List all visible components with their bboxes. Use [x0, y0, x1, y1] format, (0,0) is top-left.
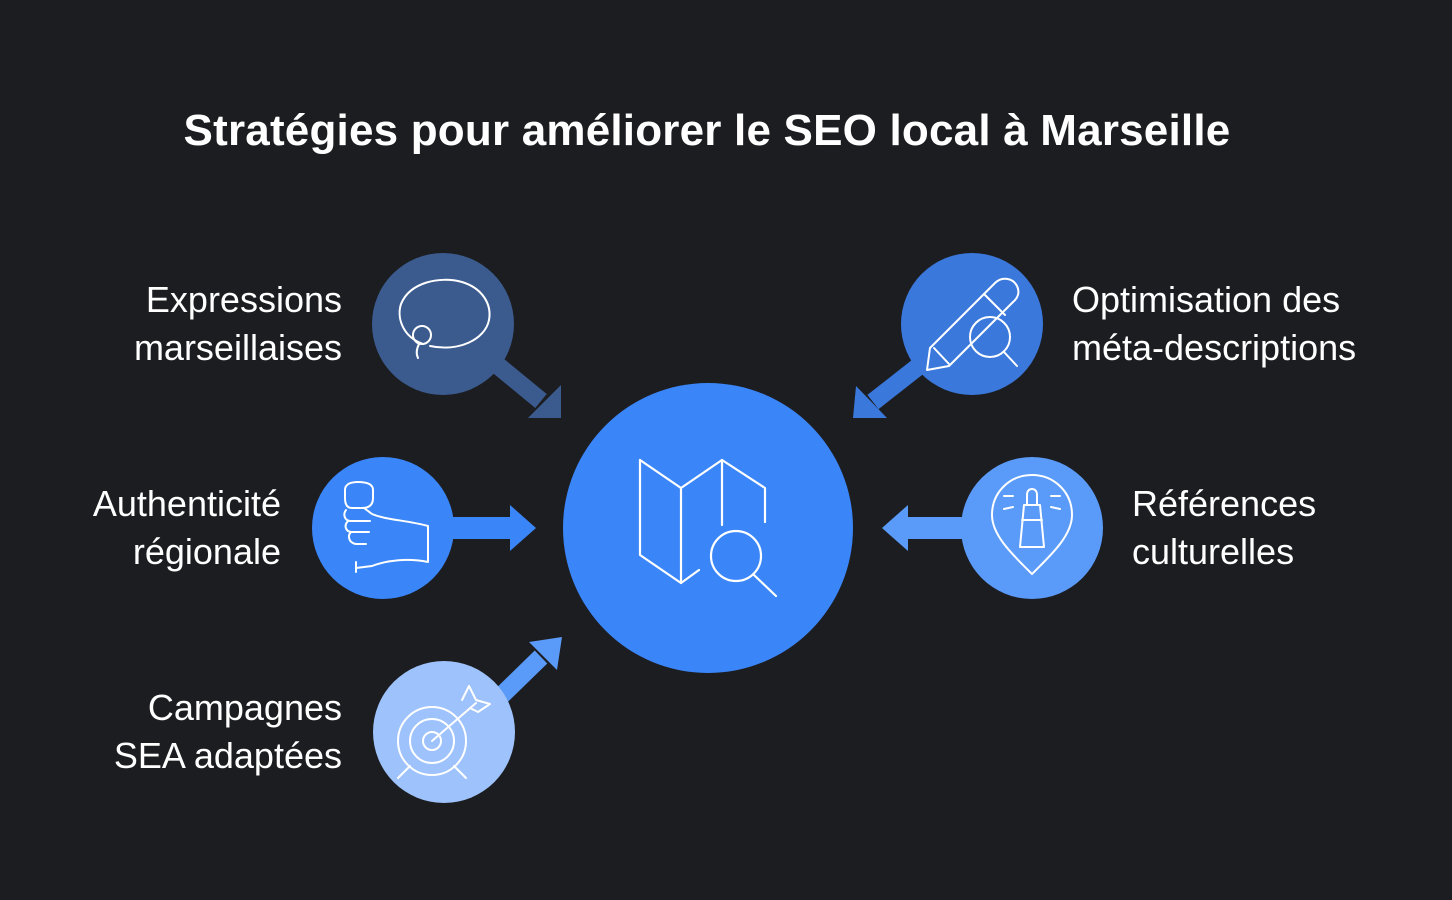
label-line: régionale	[132, 531, 281, 572]
label-optimisation: Optimisation des méta-descriptions	[1072, 276, 1356, 372]
target-arrow-icon	[397, 685, 491, 779]
lighthouse-pin-icon	[991, 474, 1073, 575]
arrow-authenticite	[450, 505, 536, 551]
arrow-expressions	[490, 357, 561, 418]
pencil-magnifier-icon	[926, 277, 1020, 371]
node-campagnes	[373, 661, 515, 803]
speech-bubble-icon	[398, 278, 491, 359]
hand-flag-icon	[343, 481, 429, 573]
label-line: Campagnes	[147, 687, 342, 728]
label-references: Références culturelles	[1132, 480, 1316, 576]
label-line: SEA adaptées	[113, 735, 342, 776]
label-authenticite: Authenticité régionale	[93, 480, 281, 576]
label-line: culturelles	[1132, 531, 1295, 572]
label-line: méta-descriptions	[1072, 327, 1357, 368]
center-node	[563, 383, 853, 673]
label-line: Optimisation des	[1072, 279, 1341, 320]
arrow-references	[882, 505, 966, 551]
label-line: Références	[1132, 483, 1317, 524]
node-expressions	[372, 253, 514, 395]
arrow-optimisation	[853, 354, 930, 418]
label-line: marseillaises	[133, 327, 342, 368]
diagram-title: Stratégies pour améliorer le SEO local à…	[183, 106, 1231, 155]
label-line: Authenticité	[92, 483, 281, 524]
label-expressions: Expressions marseillaises	[134, 276, 342, 372]
label-line: Expressions	[145, 279, 342, 320]
node-authenticite	[312, 457, 454, 599]
map-search-icon	[638, 458, 778, 598]
label-campagnes: Campagnes SEA adaptées	[114, 684, 342, 780]
node-references	[961, 457, 1103, 599]
node-optimisation	[901, 253, 1043, 395]
arrow-campagnes	[493, 637, 562, 704]
